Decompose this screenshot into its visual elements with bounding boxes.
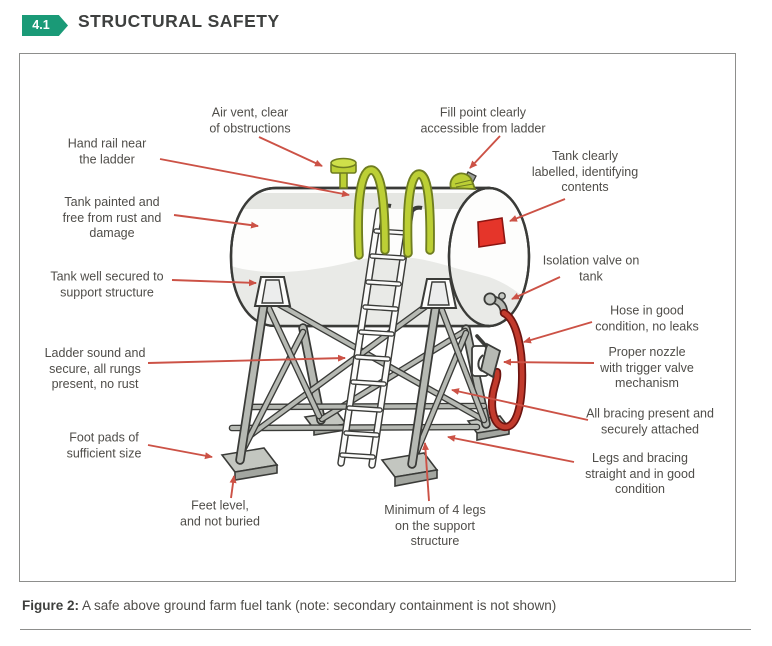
cross-bracing	[228, 293, 488, 460]
air-vent	[330, 157, 357, 189]
label-isolation-valve: Isolation valve on tank	[542, 253, 640, 284]
support-structure	[220, 276, 511, 487]
arrow-tank-labelled	[509, 198, 566, 222]
label-bracing: All bracing present and securely attache…	[586, 406, 714, 437]
foot-pad-front-left	[220, 447, 279, 481]
label-air-vent: Air vent, clear of obstructions	[209, 105, 291, 136]
figure-caption-text: A safe above ground farm fuel tank (note…	[79, 598, 557, 613]
bottom-divider	[20, 629, 751, 630]
contents-label-plate	[477, 217, 506, 248]
arrow-hose	[523, 321, 593, 344]
arrow-isolation-valve	[511, 276, 561, 300]
ladder	[337, 203, 423, 469]
arrow-tank-secured	[171, 279, 257, 287]
arrow-foot-pads	[147, 444, 213, 460]
label-feet-level: Feet level, and not buried	[180, 498, 260, 529]
label-tank-painted: Tank painted and free from rust and dama…	[62, 194, 162, 240]
arrow-min-legs	[421, 442, 430, 502]
label-legs: Legs and bracing straight and in good co…	[585, 450, 695, 496]
label-tank-labelled: Tank clearly labelled, identifying conte…	[531, 148, 639, 194]
arrow-air-vent	[258, 136, 323, 167]
hand-rails	[353, 165, 435, 260]
tank-straps	[253, 276, 458, 309]
arrow-nozzle	[503, 358, 595, 366]
arrow-ladder	[147, 354, 346, 364]
label-min-legs: Minimum of 4 legs on the support structu…	[384, 502, 486, 548]
arrow-feet-level	[229, 475, 237, 499]
label-nozzle: Proper nozzle with trigger valve mechani…	[600, 344, 694, 390]
figure-caption-label: Figure 2:	[22, 598, 80, 613]
arrow-fill-point	[469, 135, 501, 169]
page-title: STRUCTURAL SAFETY	[78, 11, 280, 31]
label-tank-secured: Tank well secured to support structure	[50, 269, 164, 300]
arrow-hand-rail	[159, 158, 350, 198]
callout-arrows	[147, 135, 595, 502]
section-number-badge: 4.1	[22, 15, 68, 36]
label-hand-rail: Hand rail near the ladder	[67, 136, 147, 167]
label-hose: Hose in good condition, no leaks	[595, 303, 699, 334]
front-legs	[235, 285, 443, 469]
label-ladder: Ladder sound and secure, all rungs prese…	[44, 345, 146, 391]
fuel-nozzle	[471, 334, 502, 379]
fill-point-cap	[449, 171, 477, 190]
arrow-legs	[447, 434, 575, 463]
label-foot-pads: Foot pads of sufficient size	[66, 430, 142, 461]
arrow-tank-painted	[173, 214, 259, 229]
arrow-bracing	[451, 388, 589, 421]
label-fill-point: Fill point clearly accessible from ladde…	[420, 105, 546, 136]
fuel-hose	[487, 308, 527, 432]
figure-caption: Figure 2: A safe above ground farm fuel …	[22, 598, 556, 613]
